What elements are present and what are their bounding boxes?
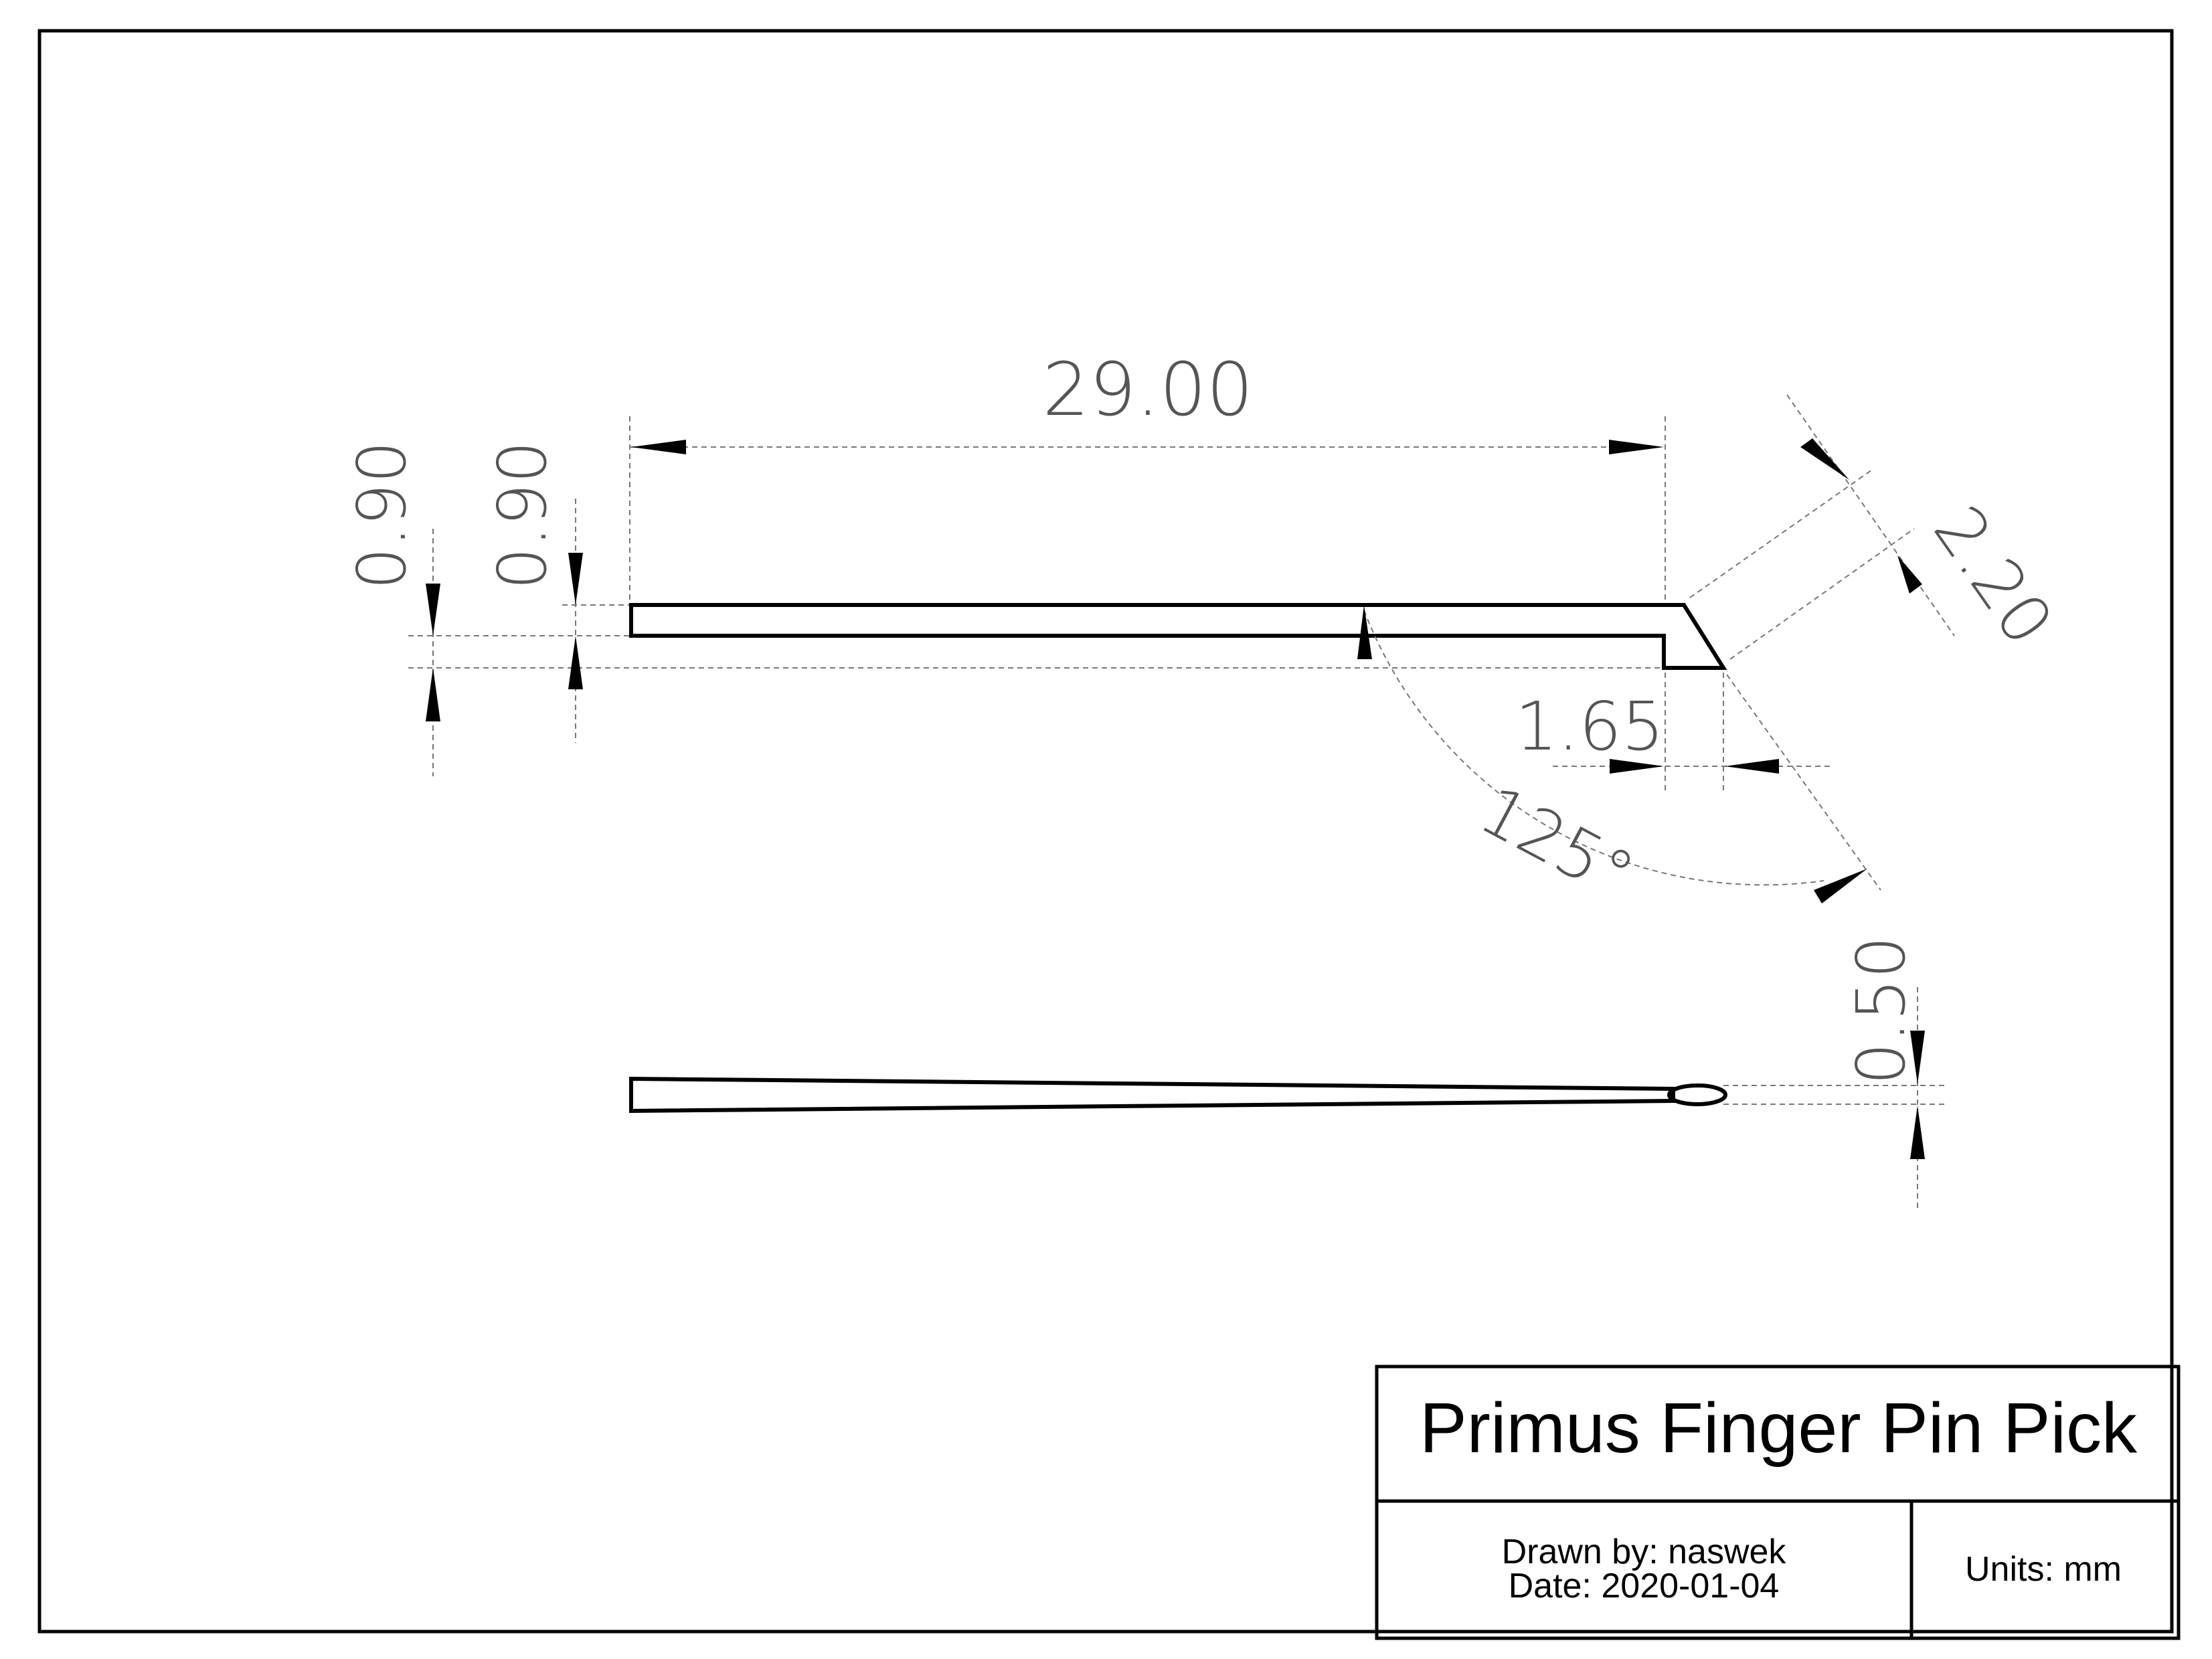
dim-tip-thickness-label: 0.50	[1842, 936, 1920, 1085]
dim-thickness-left-label: 0.90	[343, 441, 421, 590]
dim-hook-offset-label: 1.65	[1515, 687, 1665, 766]
title-block	[1375, 1365, 2181, 1640]
units-text: Units: mm	[1965, 1550, 2122, 1589]
dim-thickness-right-label: 0.90	[483, 441, 562, 590]
side-view	[629, 603, 1727, 670]
drawn-by-text: Drawn by: naswek	[1502, 1533, 1787, 1571]
drawing-title: Primus Finger Pin Pick	[1420, 1389, 2138, 1468]
dim-hook-width-label: 2.20	[1918, 492, 2068, 659]
pick-side-outline	[629, 603, 1727, 670]
sheet-border	[37, 29, 2174, 1634]
dim-hook-angle-label: 125°	[1467, 770, 1646, 915]
arrowheads	[426, 438, 1925, 1159]
dim-length-label: 29.00	[1043, 347, 1254, 432]
extension-lines	[408, 394, 1955, 1211]
pick-tip-ellipse	[1667, 1083, 1727, 1106]
top-view	[629, 1076, 1727, 1114]
pick-top-outline	[629, 1076, 1675, 1114]
date-text: Date: 2020-01-04	[1509, 1567, 1780, 1605]
